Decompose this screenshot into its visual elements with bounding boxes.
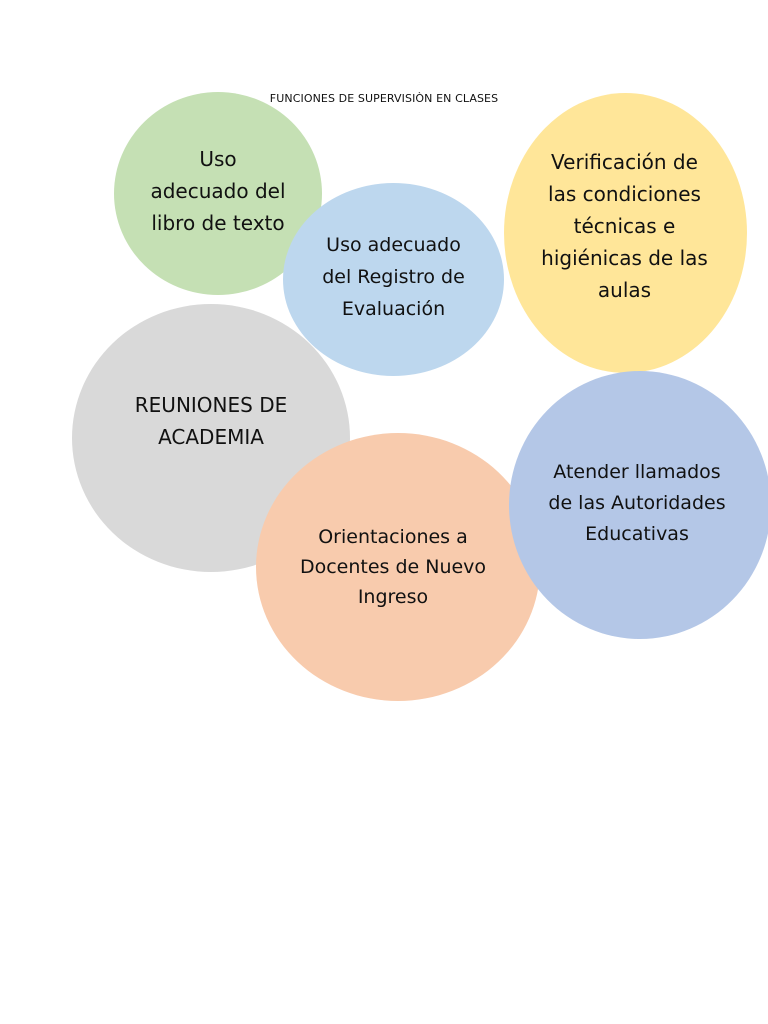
bubble-orientaciones-docentes: Orientaciones a Docentes de Nuevo Ingres… [256,433,540,701]
bubble-label: Orientaciones a Docentes de Nuevo Ingres… [299,526,487,608]
diagram-title: FUNCIONES DE SUPERVISIÒN EN CLASES [269,92,499,105]
bubble-label: Verificación de las condiciones técnicas… [541,150,708,302]
bubble-label: Uso adecuado del Registro de Evaluación [322,233,465,320]
bubble-verificacion-condiciones: Verificación de las condiciones técnicas… [504,93,747,373]
bubble-label: REUNIONES DE ACADEMIA [134,393,288,449]
bubble-atender-llamados: Atender llamados de las Autoridades Educ… [509,371,768,639]
bubble-label: Uso adecuado del libro de texto [150,146,286,235]
bubble-label: Atender llamados de las Autoridades Educ… [548,460,726,545]
bubble-uso-registro-evaluacion: Uso adecuado del Registro de Evaluación [283,183,504,376]
